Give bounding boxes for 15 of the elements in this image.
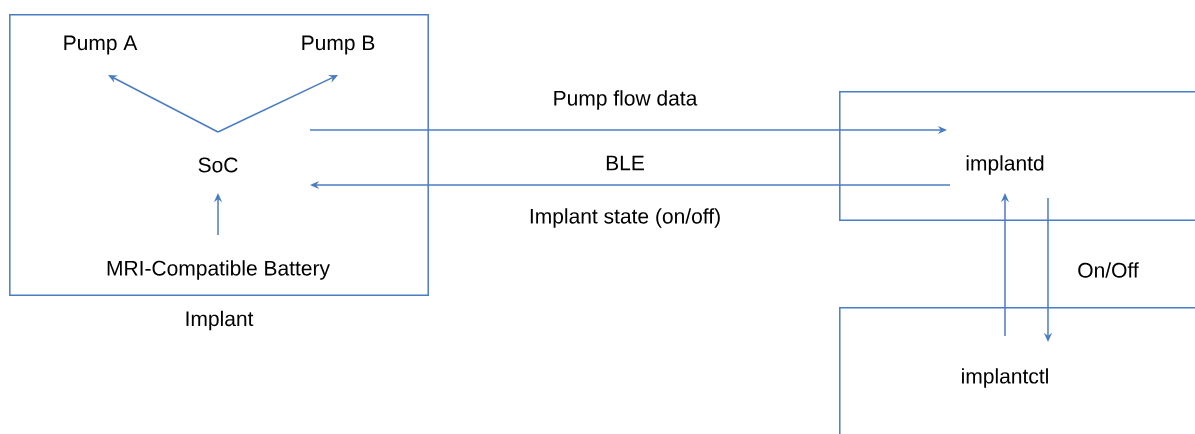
link-label: BLE xyxy=(606,155,644,171)
node-label: implantctl xyxy=(962,368,1048,388)
node-label: SoC xyxy=(198,157,238,173)
edge-label: Pump flow data xyxy=(550,88,700,112)
container-box xyxy=(839,91,1195,221)
edge-label: On/Off xyxy=(1075,260,1141,280)
node-label: implantd xyxy=(966,155,1044,175)
edge-label: Implant state (on/off) xyxy=(526,206,724,230)
node-label: MRI-Compatible Battery xyxy=(107,260,330,280)
container-box xyxy=(839,307,1195,434)
node-label: Pump B xyxy=(302,35,375,55)
node-label: Implant xyxy=(186,310,254,331)
node-label: Pump A xyxy=(64,35,138,55)
arrow xyxy=(108,75,219,133)
arrow xyxy=(217,75,338,133)
